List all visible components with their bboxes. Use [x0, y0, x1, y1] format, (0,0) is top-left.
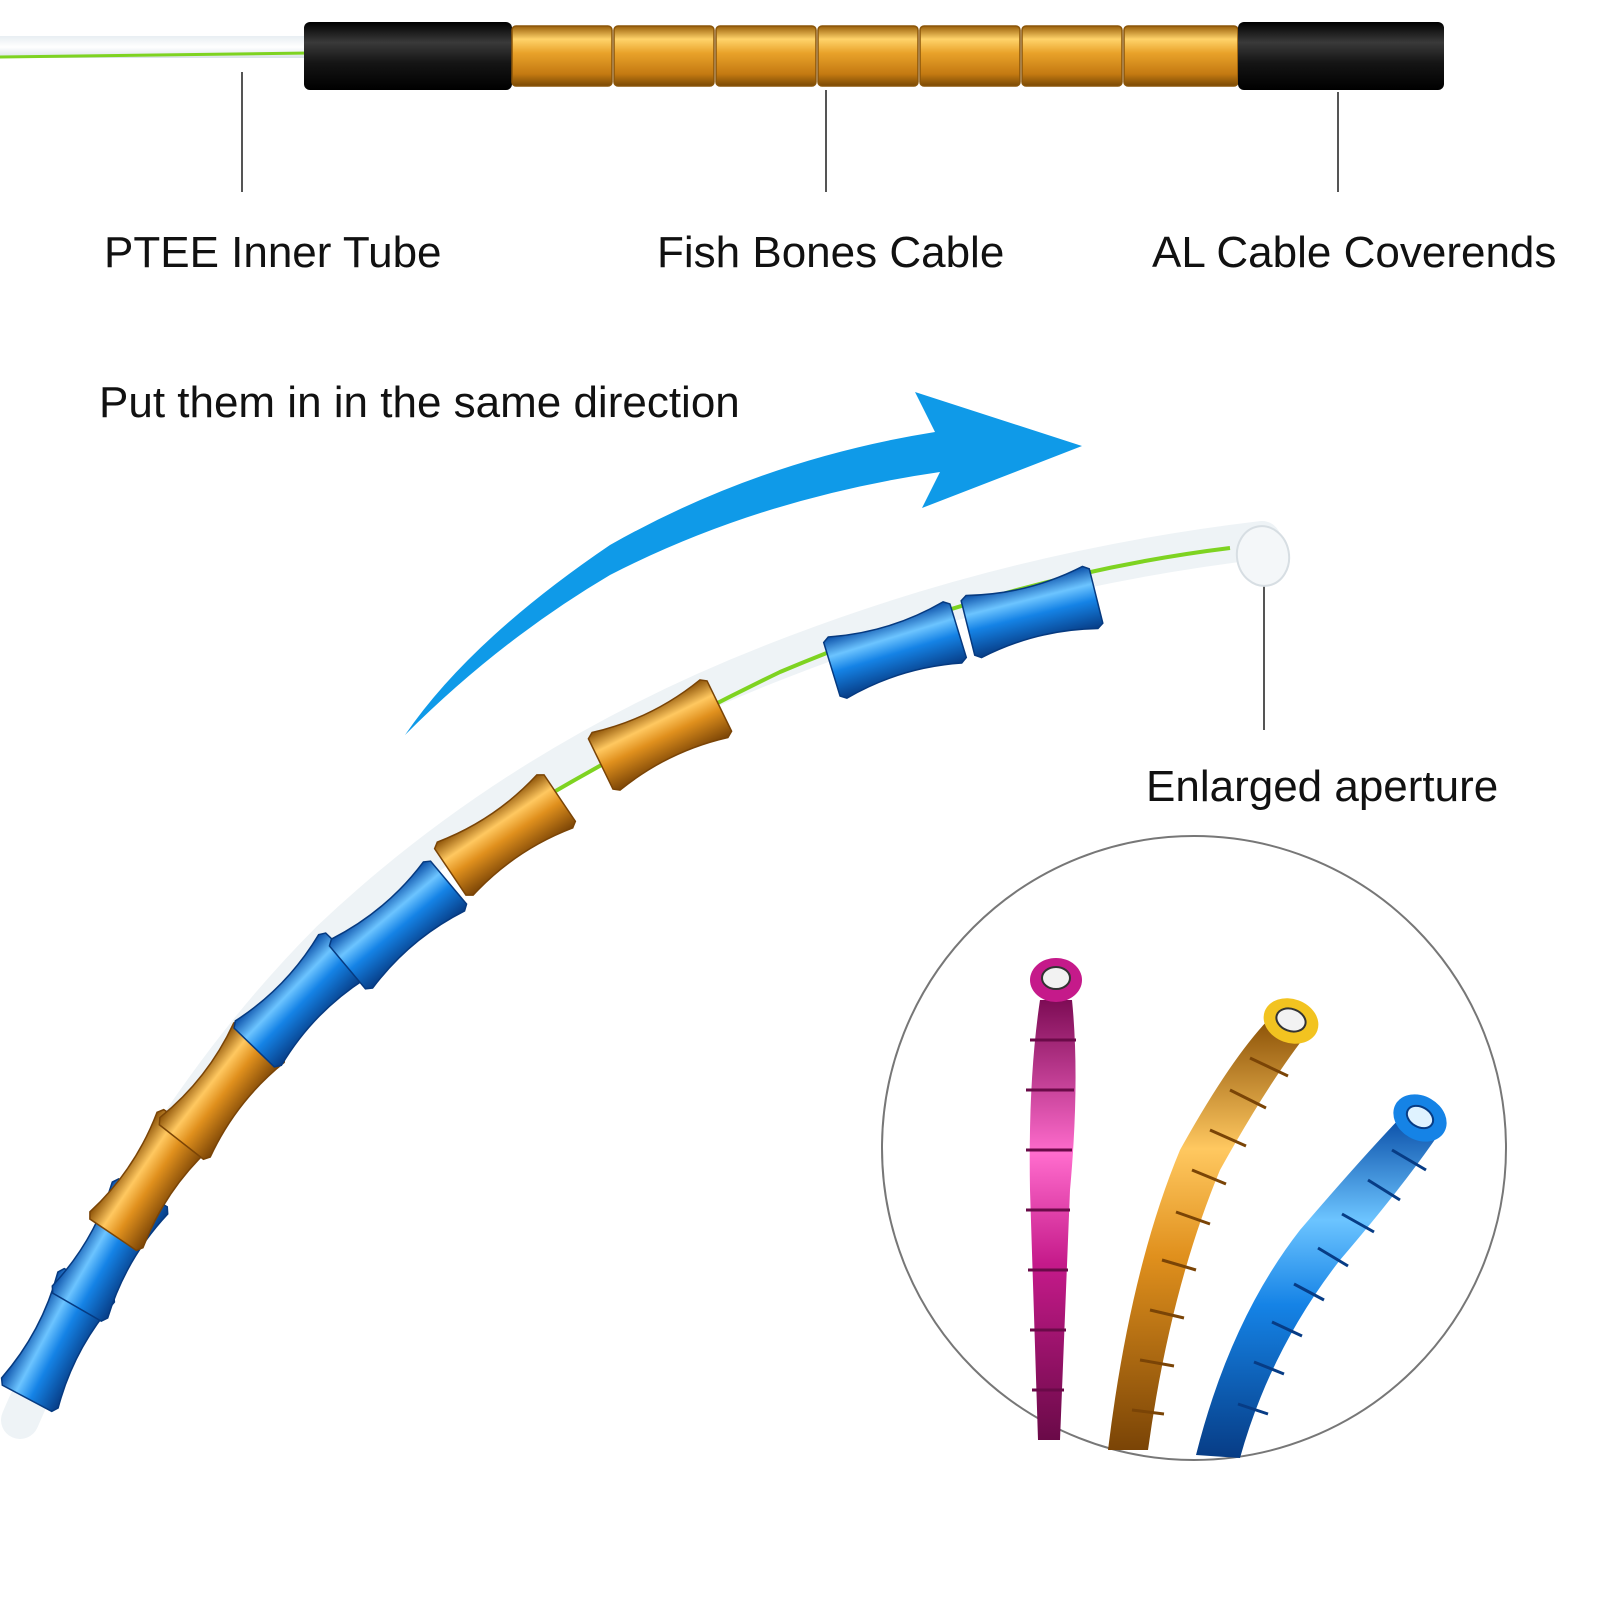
label-ptfe-inner-tube: PTEE Inner Tube — [104, 228, 442, 277]
green-wire — [0, 51, 311, 59]
leader-lines — [241, 72, 1339, 730]
label-al-cable-coverends: AL Cable Coverends — [1152, 228, 1557, 277]
blue-cable-closeup — [1196, 1094, 1447, 1458]
magenta-cable-closeup — [1026, 958, 1082, 1440]
ptfe-inner-tube — [0, 36, 311, 59]
fish-bones-cable-straight — [511, 25, 1239, 87]
label-fish-bones-cable: Fish Bones Cable — [657, 228, 1005, 277]
label-direction-hint: Put them in in the same direction — [99, 378, 740, 427]
label-enlarged-aperture: Enlarged aperture — [1146, 762, 1499, 811]
gold-cable-closeup — [1108, 998, 1319, 1450]
direction-arrow-icon — [405, 392, 1082, 735]
tube-aperture — [1235, 525, 1291, 587]
al-cable-coverend-left — [304, 22, 512, 90]
al-cable-coverend-right — [1238, 22, 1444, 90]
